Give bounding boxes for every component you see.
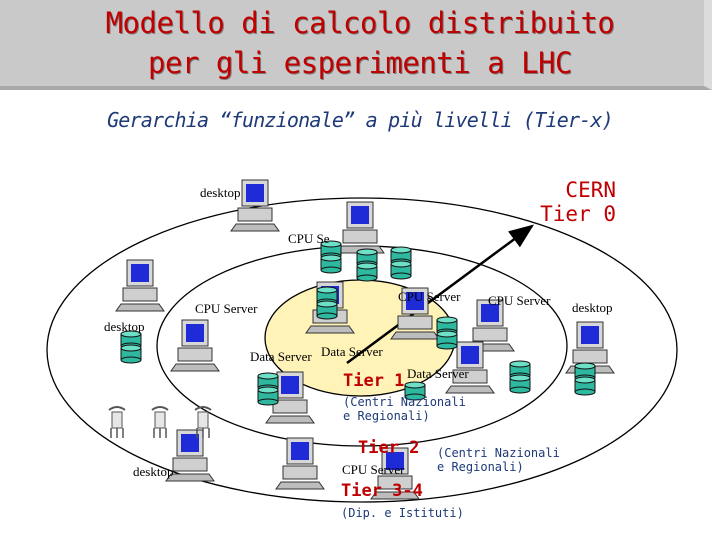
tier1-desc-line1: (Centri Nazionali: [343, 395, 466, 409]
tier1-desc-line2: e Regionali): [343, 408, 430, 423]
page-title-line1: Modello di calcolo distribuito: [105, 6, 615, 40]
tier2-desc-line1: (Centri Nazionali: [437, 446, 560, 460]
cpu-server-label: CPU Se: [288, 231, 330, 246]
tier2-description: (Centri Nazionali e Regionali): [437, 446, 560, 475]
cpu-server-label: CPU Server: [195, 301, 258, 316]
data-server-label: Data Server: [407, 366, 469, 381]
data-server-label: Data Server: [321, 344, 383, 359]
tier1-label: Tier 1: [343, 371, 405, 391]
title-bar: [0, 0, 712, 90]
tier2-label: Tier 2: [358, 438, 420, 458]
page-subtitle: Gerarchia “funzionale” a più livelli (Ti…: [107, 108, 614, 132]
tier34-description: (Dip. e Istituti): [341, 506, 464, 520]
arrow-icon: [346, 224, 535, 365]
tier0-label: CERN Tier 0: [520, 178, 616, 226]
desktop-label: desktop: [200, 185, 241, 200]
desktop-label: desktop: [133, 464, 174, 479]
tier1-description: (Centri Nazionali e Regionali): [343, 395, 466, 424]
desktop-label: desktop: [104, 319, 145, 334]
tier0-line2: Tier 0: [540, 202, 616, 227]
cpu-server-label: CPU Server: [398, 289, 461, 304]
tier0-line1: CERN: [565, 178, 616, 202]
page-title-line2: per gli esperimenti a LHC: [148, 46, 573, 80]
cpu-server-label: CPU Server: [342, 462, 405, 477]
tier-outer-ring: [46, 197, 678, 503]
cpu-server-label: CPU Server: [488, 293, 551, 308]
data-server-label: Data Server: [250, 349, 312, 364]
desktop-label: desktop: [572, 300, 613, 315]
tier34-label: Tier 3-4: [341, 481, 423, 501]
tier2-desc-line2: e Regionali): [437, 459, 524, 474]
